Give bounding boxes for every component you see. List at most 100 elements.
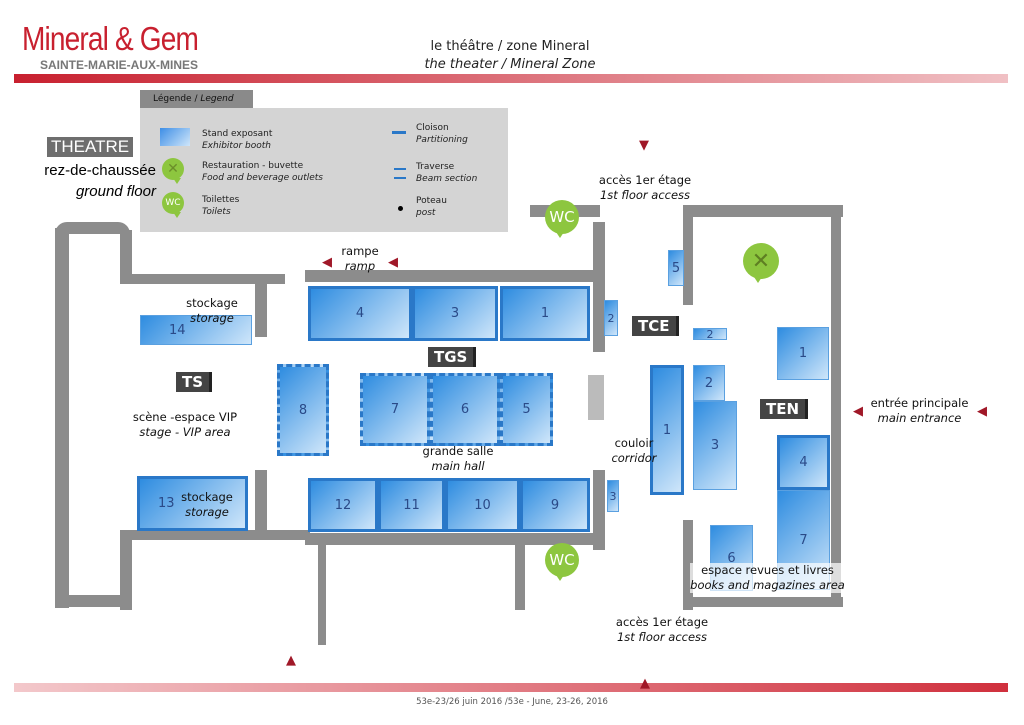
wall: [683, 597, 843, 607]
wall: [120, 274, 285, 284]
brand-subtitle: SAINTE-MARIE-AUX-MINES: [40, 58, 198, 72]
wall: [683, 520, 693, 610]
floor-en: ground floor: [75, 183, 156, 200]
booth-tgs-12[interactable]: 12: [308, 478, 378, 532]
label-en: corridor: [611, 451, 657, 465]
wall: [515, 545, 525, 610]
label-en: 1st floor access: [599, 188, 691, 202]
booth-tgs-10[interactable]: 10: [445, 478, 520, 532]
booth-tgs-8[interactable]: 8: [277, 364, 329, 456]
wall: [593, 470, 605, 550]
footer-bar: [14, 683, 1008, 692]
wall: [120, 530, 132, 610]
wall: [55, 222, 130, 234]
booth-tgs-1[interactable]: 1: [500, 286, 590, 341]
booth-tgs-5[interactable]: 5: [500, 373, 553, 446]
label-en: ramp: [344, 259, 376, 273]
booth-tce-2a[interactable]: 2: [693, 328, 727, 341]
booth-tce-2b[interactable]: 2: [693, 365, 725, 401]
legend-tab-fr: Légende /: [153, 94, 198, 104]
label-en: books and magazines area: [690, 578, 845, 592]
food-pin-icon: ✕: [743, 243, 779, 283]
booth-swatch-icon: [160, 128, 190, 146]
wall: [318, 545, 326, 645]
label-fr: couloir: [614, 436, 654, 450]
zone-tce-label: TCE: [632, 316, 679, 336]
building-name: THEATRE: [47, 137, 134, 157]
wall: [683, 205, 843, 217]
booth-tgs-9[interactable]: 9: [520, 478, 590, 532]
label-en: storage: [185, 505, 229, 519]
legend-label: Restauration - buvette: [202, 161, 304, 171]
partition-line-icon: [392, 131, 406, 134]
brand-logo: Mineral & Gem: [22, 20, 199, 57]
beam-dashes-icon: [394, 168, 406, 179]
label-fr: accès 1er étage: [615, 615, 709, 629]
wall: [55, 228, 69, 608]
wc-text: WC: [549, 208, 575, 226]
zone-tgs-label: TGS: [428, 347, 477, 367]
zone-ten-label: TEN: [760, 399, 809, 419]
booth-tce-1[interactable]: 1: [650, 365, 684, 495]
label-fr: entrée principale: [870, 396, 969, 410]
wc-pin-icon: WC: [545, 543, 579, 581]
wall: [305, 270, 605, 282]
arrow-left-icon: ◀: [977, 404, 987, 419]
legend-label: Traverse: [416, 162, 455, 172]
label-fr: accès 1er étage: [598, 173, 692, 187]
booth-ten-4[interactable]: 4: [777, 435, 830, 490]
label-fr: stockage: [181, 490, 233, 504]
label-fr: scène -espace VIP: [132, 410, 238, 424]
booth-tgs-2[interactable]: 2: [604, 300, 618, 336]
booth-tce-5[interactable]: 5: [668, 250, 684, 286]
booth-tgs-4[interactable]: 4: [308, 286, 412, 341]
wall: [593, 222, 605, 352]
label-fr: espace revues et livres: [701, 563, 834, 577]
arrow-up-icon: ▲: [286, 653, 296, 668]
label-fr: grande salle: [422, 444, 494, 458]
wall: [120, 230, 132, 280]
footer-dates: 53e-23/26 juin 2016 /53e - June, 23-26, …: [416, 697, 608, 707]
legend-label-en: post: [416, 208, 436, 218]
legend-label-en: Toilets: [202, 207, 231, 217]
wall: [683, 215, 693, 305]
label-en: main entrance: [877, 411, 962, 425]
legend-label-en: Partitioning: [416, 135, 468, 145]
booth-tgs-6[interactable]: 6: [430, 373, 500, 446]
wc-pin-icon: WC: [545, 200, 579, 238]
floor-label: rez-de-chaussée ground floor: [36, 160, 156, 202]
stage-steps: [588, 375, 604, 420]
arrow-up-icon: ▲: [640, 676, 650, 691]
legend-tab-en: Legend: [200, 94, 234, 104]
label-en: main hall: [431, 459, 485, 473]
booth-ts-14[interactable]: 14: [140, 315, 252, 345]
floor-fr: rez-de-chaussée: [44, 162, 156, 179]
booth-tgs-11[interactable]: 11: [378, 478, 445, 532]
food-pin-icon: ✕: [162, 158, 184, 184]
booth-ten-1[interactable]: 1: [777, 327, 829, 380]
arrow-left-icon: ◀: [322, 255, 332, 270]
booth-ts-13[interactable]: 13: [137, 476, 248, 531]
booth-tgs-3[interactable]: 3: [412, 286, 498, 341]
booth-tgs-3b[interactable]: 3: [607, 480, 619, 512]
arrow-left-icon: ◀: [388, 255, 398, 270]
legend-label: Toilettes: [202, 195, 240, 205]
wall: [305, 533, 605, 545]
arrow-down-icon: ▼: [639, 138, 649, 153]
booth-tce-3[interactable]: 3: [693, 401, 737, 490]
booth-tgs-7[interactable]: 7: [360, 373, 430, 446]
wall: [120, 530, 310, 540]
